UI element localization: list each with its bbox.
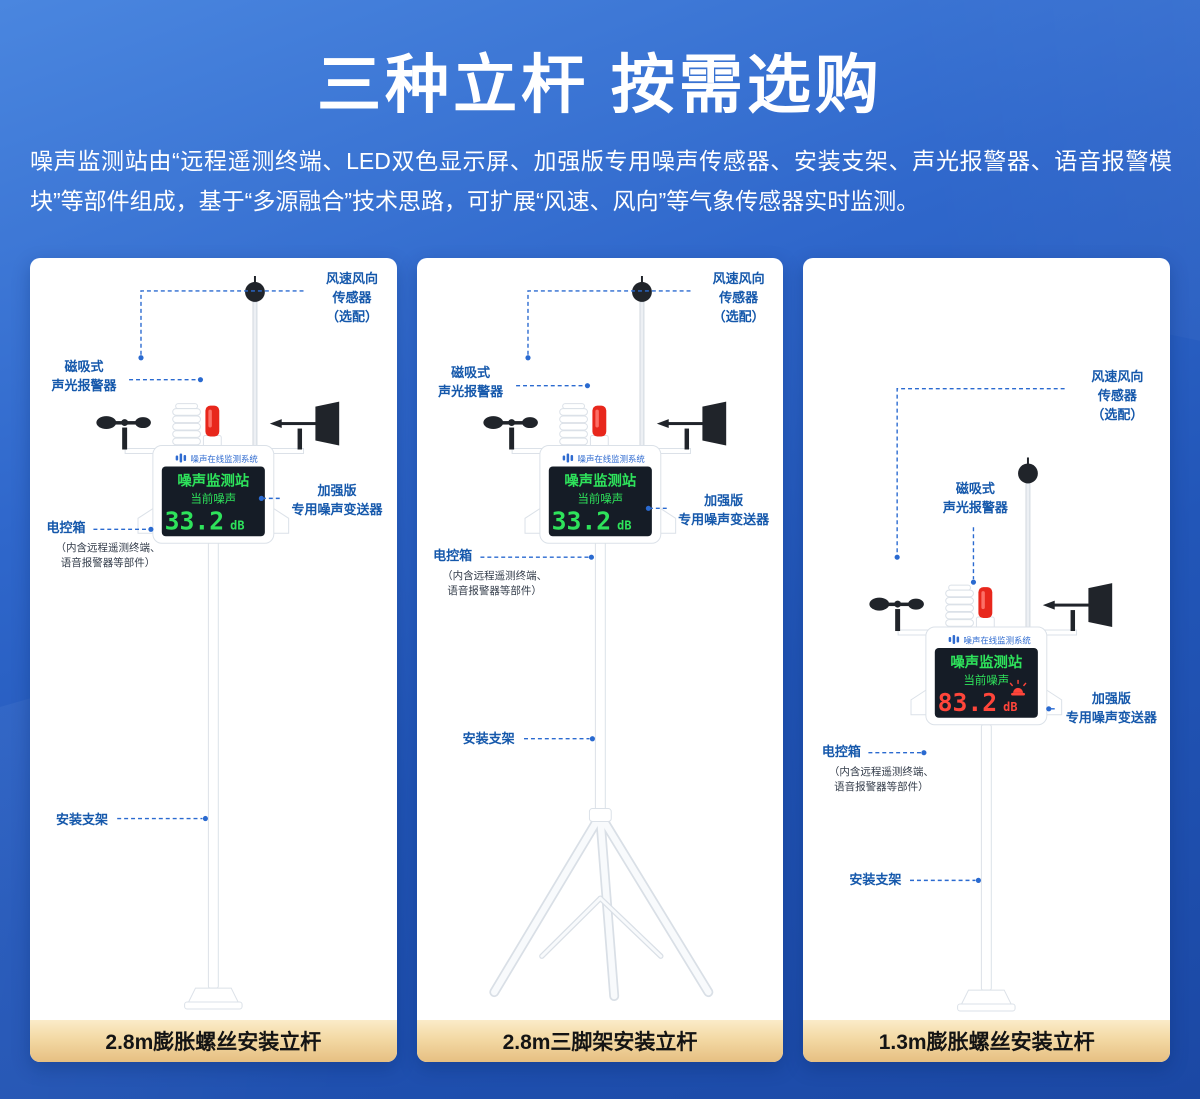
brand-row: 噪声在线监测系统 xyxy=(175,453,259,464)
wind-vane-icon xyxy=(267,401,340,454)
callout-wind-sensor: 风速风向 传感器 （选配） xyxy=(1091,369,1144,422)
callout-control-box-note: （内含远程遥测终端、 语音报警器等部件） xyxy=(442,570,548,597)
led-screen xyxy=(161,466,265,537)
tripod-legs xyxy=(489,813,713,1002)
screen-line2: 当前噪声 xyxy=(191,491,237,505)
station-illustration: 噪声在线监测系统 噪声监测站 当前噪声 xyxy=(868,387,1113,1012)
mast-pole xyxy=(981,724,993,991)
display-box: 噪声在线监测系统 噪声监测站 当前噪声 xyxy=(910,626,1063,726)
card-caption: 1.3m膨胀螺丝安装立杆 xyxy=(803,1020,1171,1062)
led-screen xyxy=(935,647,1039,718)
tripod-collar xyxy=(588,808,612,823)
base-flange xyxy=(187,987,239,1003)
callout-bracket: 安装支架 xyxy=(462,731,515,746)
card-caption: 2.8m膨胀螺丝安装立杆 xyxy=(30,1020,397,1062)
callout-transmitter: 加强版 专用噪声变送器 xyxy=(678,493,770,527)
alarm-beacon xyxy=(202,405,222,449)
screen-line1: 噪声监测站 xyxy=(951,653,1023,671)
screen-value: 83.2 xyxy=(938,688,998,717)
page-title: 三种立杆 按需选购 xyxy=(317,49,883,121)
brand-row: 噪声在线监测系统 xyxy=(562,453,645,464)
screen-unit: dB xyxy=(1004,700,1018,714)
screen-value: 33.2 xyxy=(165,506,225,535)
base-plate xyxy=(957,1003,1016,1012)
wind-vane-icon xyxy=(1040,583,1113,636)
screen-unit: dB xyxy=(230,518,244,532)
card-illustration: 噪声在线监测系统 噪声监测站 当前噪声 33.2 dB xyxy=(30,258,397,1020)
callout-transmitter: 加强版 专用噪声变送器 xyxy=(1065,691,1157,725)
radiation-shield xyxy=(172,403,201,446)
station-illustration: 噪声在线监测系统 噪声监测站 当前噪声 33.2 dB xyxy=(480,275,726,1002)
noise-sensor xyxy=(1018,457,1039,630)
callout-control-box: 电控箱 xyxy=(433,548,473,563)
screen-line1: 噪声监测站 xyxy=(177,471,249,489)
screen-alarm-icon xyxy=(1009,679,1027,696)
card-illustration: 噪声在线监测系统 噪声监测站 当前噪声 33.2 dB xyxy=(417,258,784,1020)
callout-wind-sensor: 风速风向 传感器 （选配） xyxy=(712,271,765,324)
station-illustration: 噪声在线监测系统 噪声监测站 当前噪声 33.2 dB xyxy=(93,275,340,1010)
callout-bracket: 安装支架 xyxy=(55,812,108,827)
callout-connectors xyxy=(93,290,304,822)
anemometer-icon xyxy=(96,416,160,454)
display-box: 噪声在线监测系统 噪声监测站 当前噪声 33.2 dB xyxy=(137,445,290,544)
anemometer-icon xyxy=(483,416,546,454)
screen-line1: 噪声监测站 xyxy=(564,471,636,489)
noise-sensor xyxy=(245,275,265,448)
product-cards-row: 噪声在线监测系统 噪声监测站 当前噪声 33.2 dB xyxy=(30,258,1171,1062)
base-flange xyxy=(961,989,1013,1005)
product-card-2: 噪声在线监测系统 噪声监测站 当前噪声 33.2 dB xyxy=(416,258,784,1062)
base-plate xyxy=(184,1001,243,1010)
callout-control-box: 电控箱 xyxy=(821,744,861,759)
callout-wind-sensor: 风速风向 传感器 （选配） xyxy=(325,271,378,324)
callout-alarm: 磁吸式 声光报警器 xyxy=(942,481,1008,515)
callout-transmitter: 加强版 专用噪声变送器 xyxy=(291,483,383,517)
screen-line2: 当前噪声 xyxy=(577,491,623,505)
radiation-shield xyxy=(558,403,588,446)
product-card-1: 噪声在线监测系统 噪声监测站 当前噪声 33.2 dB xyxy=(30,258,397,1062)
led-screen xyxy=(548,466,652,537)
mast-pole xyxy=(207,538,219,989)
card-caption: 2.8m三脚架安装立杆 xyxy=(416,1020,784,1062)
product-card-3: 噪声在线监测系统 噪声监测站 当前噪声 xyxy=(803,258,1171,1062)
callout-alarm: 磁吸式 声光报警器 xyxy=(438,365,504,399)
alarm-beacon xyxy=(976,587,996,630)
callout-control-box: 电控箱 xyxy=(46,520,86,535)
callout-alarm: 磁吸式 声光报警器 xyxy=(51,359,117,393)
brand-text: 噪声在线监测系统 xyxy=(191,454,259,464)
page-description: 噪声监测站由“远程遥测终端、LED双色显示屏、加强版专用噪声传感器、安装支架、声… xyxy=(30,148,1172,214)
callout-bracket: 安装支架 xyxy=(849,872,902,887)
radiation-shield xyxy=(945,584,975,627)
callout-control-box-note: （内含远程遥测终端、 语音报警器等部件） xyxy=(55,542,161,569)
brand-text: 噪声在线监测系统 xyxy=(964,635,1032,645)
mast-pole xyxy=(594,538,606,818)
screen-line2: 当前噪声 xyxy=(964,673,1010,687)
brand-row: 噪声在线监测系统 xyxy=(949,635,1032,645)
noise-sensor xyxy=(631,275,652,448)
callout-control-box-note: （内含远程遥测终端、 语音报警器等部件） xyxy=(828,766,934,793)
alarm-beacon xyxy=(589,405,609,449)
card-illustration: 噪声在线监测系统 噪声监测站 当前噪声 xyxy=(803,258,1170,1020)
wind-vane-icon xyxy=(654,401,726,454)
anemometer-icon xyxy=(869,597,933,636)
screen-unit: dB xyxy=(617,518,631,532)
screen-value: 33.2 xyxy=(551,506,611,535)
brand-text: 噪声在线监测系统 xyxy=(577,454,645,464)
display-box: 噪声在线监测系统 噪声监测站 当前噪声 33.2 dB xyxy=(524,445,676,544)
